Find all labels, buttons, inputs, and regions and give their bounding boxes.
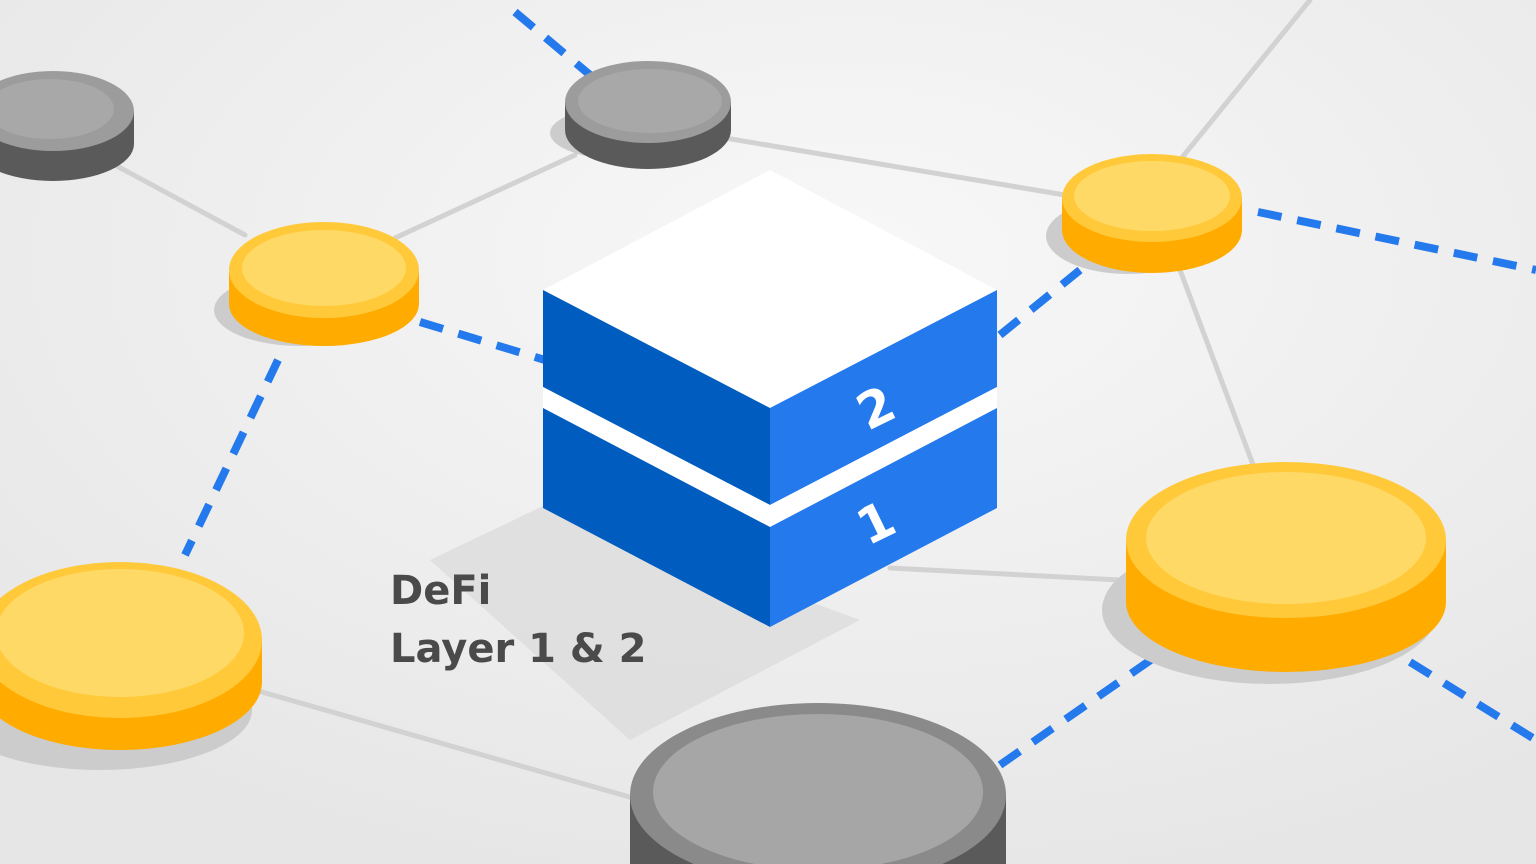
node-gray-large-bottom <box>630 703 1006 864</box>
solid-links <box>112 0 1313 803</box>
link-gold-right-to-top-edge <box>1177 0 1313 163</box>
link-gold-left-to-gray-top-center <box>392 152 578 241</box>
layer-1-right-face <box>770 408 997 627</box>
link-gold-left-to-block <box>418 318 547 364</box>
link-gold-right-to-right-edge <box>1257 208 1536 274</box>
link-gold-large-left-to-gray-large-bottom <box>252 687 643 803</box>
link-block-to-gold-large-right <box>887 565 1123 583</box>
link-gold-large-right-to-right-edge <box>1407 658 1536 744</box>
link-gold-right-to-gold-large-right <box>1177 267 1258 473</box>
block-top-face <box>543 170 997 408</box>
link-gold-left-to-gold-large-left <box>181 358 282 557</box>
layer-2-right-face <box>770 290 997 505</box>
node-gold-right <box>1046 154 1242 274</box>
link-gray-large-bottom-to-gold-large-right <box>997 646 1168 769</box>
link-gray-top-center-to-gold-right <box>722 135 1068 198</box>
node-gold-left <box>214 222 419 346</box>
caption-line-2: Layer 1 & 2 <box>390 626 647 672</box>
link-gray-top-left-to-gold-left <box>112 162 248 238</box>
layer-block: 2 1 <box>543 170 997 627</box>
link-top-edge-to-gray-top-center <box>512 8 593 79</box>
layer-2-left-face <box>543 290 770 505</box>
link-block-to-gold-right <box>997 266 1083 339</box>
node-gold-large-left <box>0 562 262 770</box>
node-gold-large-right <box>1102 462 1446 684</box>
node-gray-top-center <box>550 61 731 169</box>
dashed-links <box>181 8 1536 769</box>
node-gray-top-left <box>0 71 134 181</box>
block-shadow <box>430 505 860 740</box>
caption-line-1: DeFi <box>390 568 491 614</box>
layer-1-left-face <box>543 408 770 627</box>
